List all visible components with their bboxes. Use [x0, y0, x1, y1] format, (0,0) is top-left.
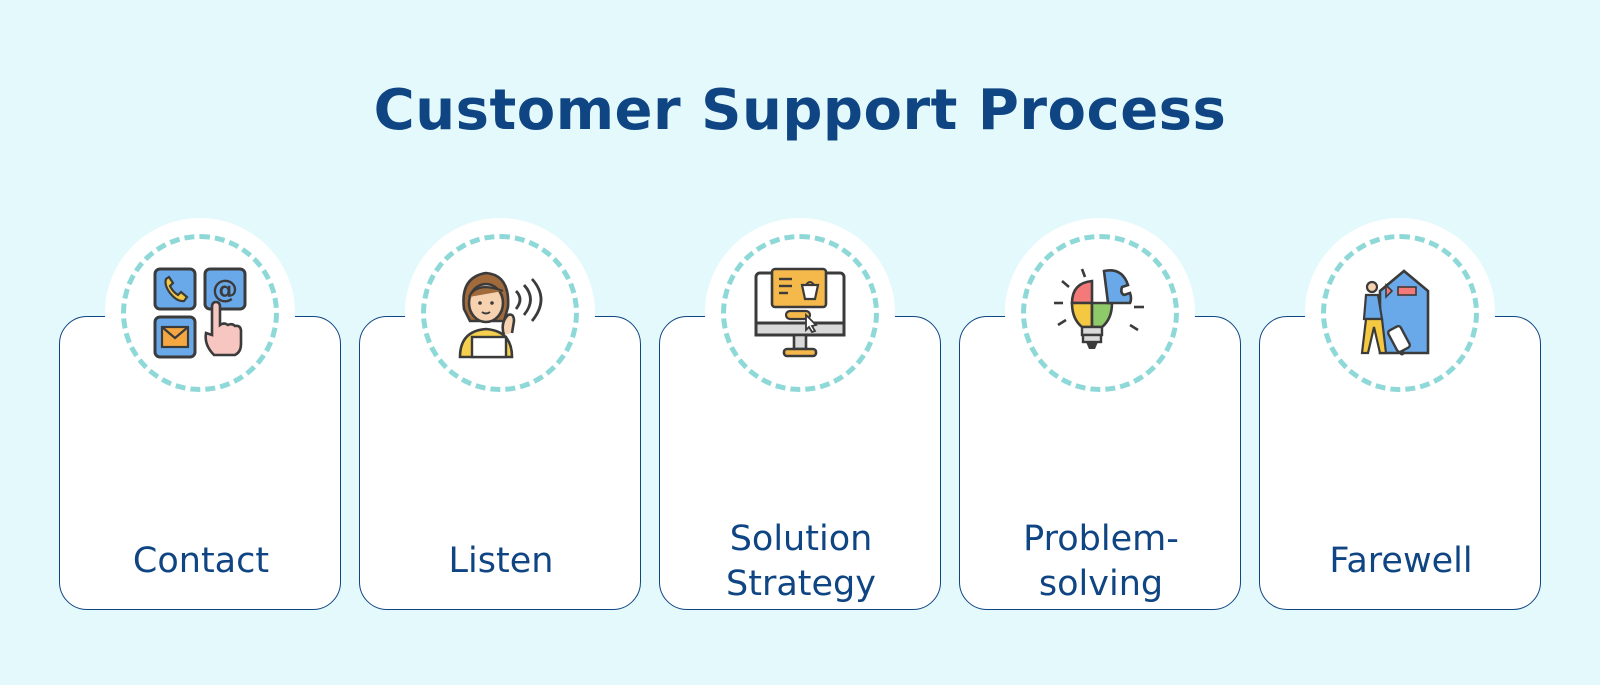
step-badge	[1005, 218, 1195, 408]
step-badge: @	[105, 218, 295, 408]
step-label: Contact	[132, 541, 270, 581]
contact-channels-icon: @	[152, 265, 248, 361]
step-label: Listen	[448, 541, 554, 581]
step-contact: Contact @	[59, 218, 341, 610]
dashed-ring	[721, 234, 879, 392]
lightbulb-puzzle-icon	[1052, 265, 1148, 361]
step-solution-strategy: Solution Strategy	[659, 218, 941, 610]
step-badge	[405, 218, 595, 408]
page-title: Customer Support Process	[373, 78, 1227, 143]
step-label: Farewell	[1329, 541, 1473, 581]
step-label: Solution Strategy	[726, 519, 876, 604]
step-badge	[1305, 218, 1495, 408]
step-badge	[705, 218, 895, 408]
step-listen: Listen	[359, 218, 641, 610]
dashed-ring	[121, 234, 279, 392]
agent-headset-icon	[452, 265, 548, 361]
monitor-shopping-icon	[752, 265, 848, 361]
step-farewell: Farewell	[1259, 218, 1541, 610]
step-card: Farewell	[1259, 316, 1541, 610]
step-label: Problem-solving	[1023, 519, 1179, 604]
step-problem-solving: Problem-solving	[959, 218, 1241, 610]
svg-text:@: @	[212, 275, 238, 305]
dashed-ring	[421, 234, 579, 392]
dashed-ring	[1321, 234, 1479, 392]
traveler-exit-icon	[1352, 265, 1448, 361]
dashed-ring	[1021, 234, 1179, 392]
